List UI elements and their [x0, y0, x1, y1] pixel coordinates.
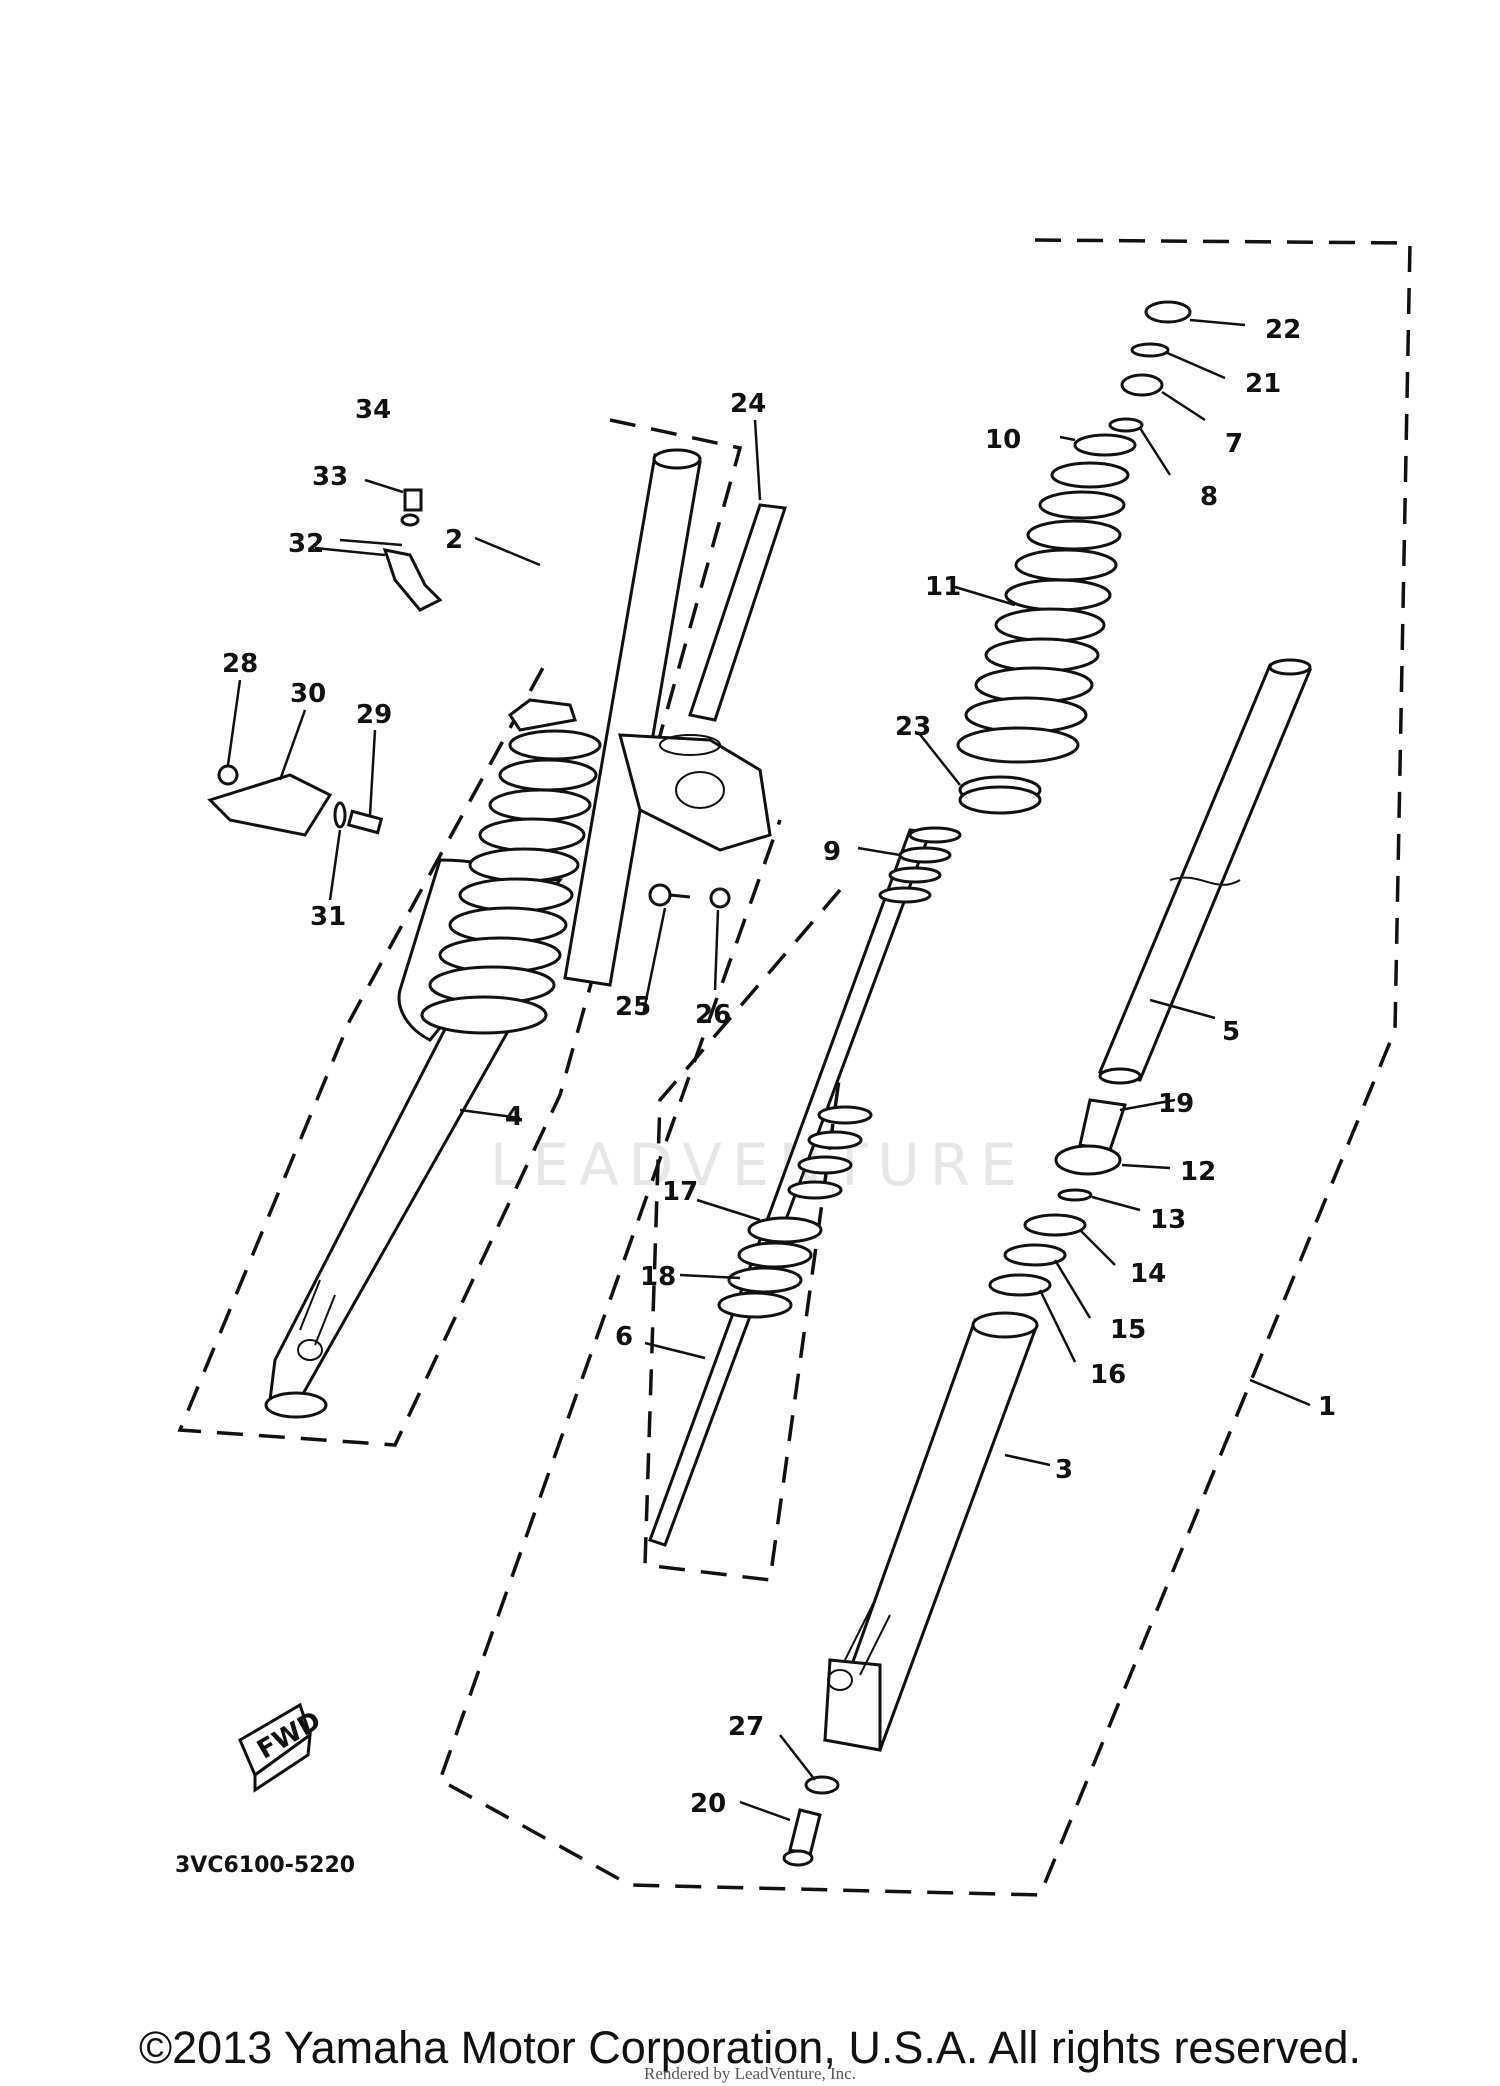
- callout-16: 16: [1090, 1360, 1126, 1390]
- group-outline-2: [177, 418, 743, 1447]
- callout-3: 3: [1055, 1455, 1073, 1485]
- outer-tube: [782, 1311, 1039, 1867]
- damper-spring: [787, 826, 962, 1200]
- callout-7: 7: [1225, 429, 1243, 459]
- callout-4: 4: [505, 1102, 523, 1132]
- callout-11: 11: [925, 572, 961, 602]
- callout-17: 17: [662, 1177, 698, 1207]
- callout-8: 8: [1200, 482, 1218, 512]
- fork-boot-bellows: [956, 461, 1130, 764]
- callout-29: 29: [356, 700, 392, 730]
- callout-30: 30: [290, 679, 326, 709]
- rendered-by-notice: Rendered by LeadVenture, Inc.: [644, 2064, 856, 2083]
- callout-14: 14: [1130, 1259, 1166, 1289]
- inner-tube-and-seals: [988, 658, 1313, 1297]
- callout-25: 25: [615, 992, 651, 1022]
- callout-22: 22: [1265, 315, 1301, 345]
- callout-13: 13: [1150, 1205, 1186, 1235]
- left-fork-bellows: [420, 729, 602, 1035]
- drawing-code: 3VC6100-5220: [175, 1853, 355, 1878]
- callout-2: 2: [445, 525, 463, 555]
- callout-33: 33: [312, 462, 348, 492]
- callout-10: 10: [985, 425, 1021, 455]
- fwd-arrow-icon: FWD: [238, 1702, 326, 1793]
- damper-rod-assembly: [648, 775, 1042, 1547]
- callout-24: 24: [730, 389, 766, 419]
- callout-6: 6: [615, 1322, 633, 1352]
- callout-1: 1: [1318, 1392, 1336, 1422]
- watermark-text: LEADVENTURE: [490, 1131, 1027, 1199]
- group-outline-6: [643, 888, 852, 1582]
- callout-32: 32: [288, 529, 324, 559]
- callout-19: 19: [1158, 1089, 1194, 1119]
- callout-9: 9: [823, 837, 841, 867]
- left-fork-assembly: [207, 448, 787, 1419]
- callout-12: 12: [1180, 1157, 1216, 1187]
- callout-34: 34: [355, 395, 391, 425]
- callout-15: 15: [1110, 1315, 1146, 1345]
- callout-31: 31: [310, 902, 346, 932]
- group-outline-1: [437, 238, 1412, 1897]
- copyright-notice: ©2013 Yamaha Motor Corporation, U.S.A. A…: [138, 2022, 1362, 2073]
- fork-top-and-boot: [956, 300, 1192, 764]
- callout-26: 26: [695, 1000, 731, 1030]
- leader-lines: [226, 318, 1311, 1822]
- callout-21: 21: [1245, 369, 1281, 399]
- callout-23: 23: [895, 712, 931, 742]
- callout-20: 20: [690, 1789, 726, 1819]
- callout-18: 18: [640, 1262, 676, 1292]
- callout-27: 27: [728, 1712, 764, 1742]
- callout-numbers: 1 2 3 4 5 6 7 8 9 10 11 12 13 14 15 16 1…: [222, 315, 1336, 1819]
- callout-5: 5: [1222, 1017, 1240, 1047]
- callout-28: 28: [222, 649, 258, 679]
